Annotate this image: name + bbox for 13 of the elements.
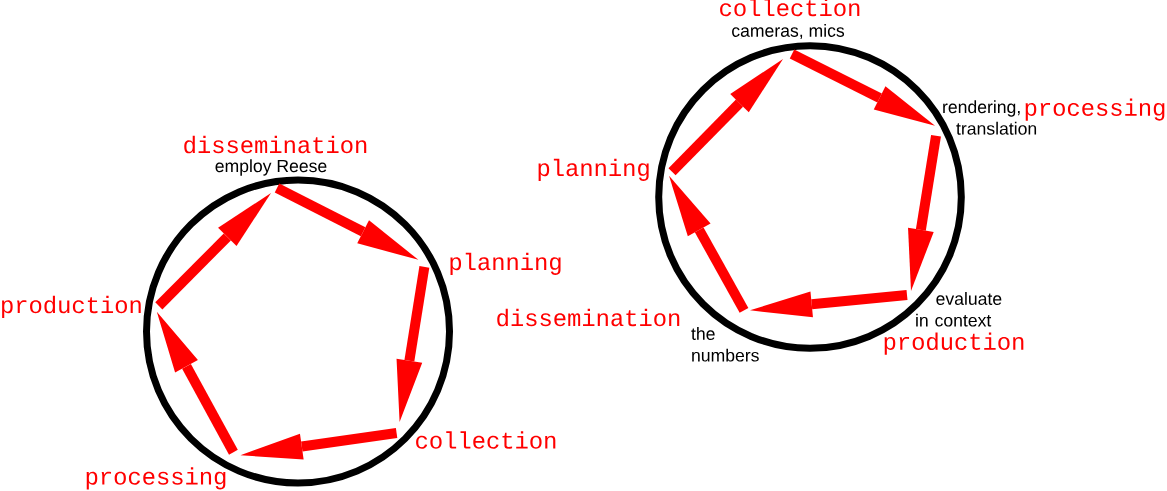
stage-label: collection: [416, 431, 556, 449]
stage-label: processing: [1025, 98, 1165, 121]
stage-label: dissemination: [497, 308, 680, 327]
stage-label: planning: [450, 252, 561, 275]
note-text: cameras, mics: [732, 23, 845, 39]
stage-label: dissemination: [184, 135, 367, 154]
note-text: the numbers: [691, 327, 759, 362]
stage-label: processing: [86, 467, 226, 490]
stage-label: planning: [538, 158, 649, 181]
stage-label: production: [2, 295, 141, 318]
stage-label: production: [884, 332, 1024, 355]
note-text: evaluate in context: [916, 292, 1002, 327]
note-text: employ Reese: [215, 159, 327, 176]
